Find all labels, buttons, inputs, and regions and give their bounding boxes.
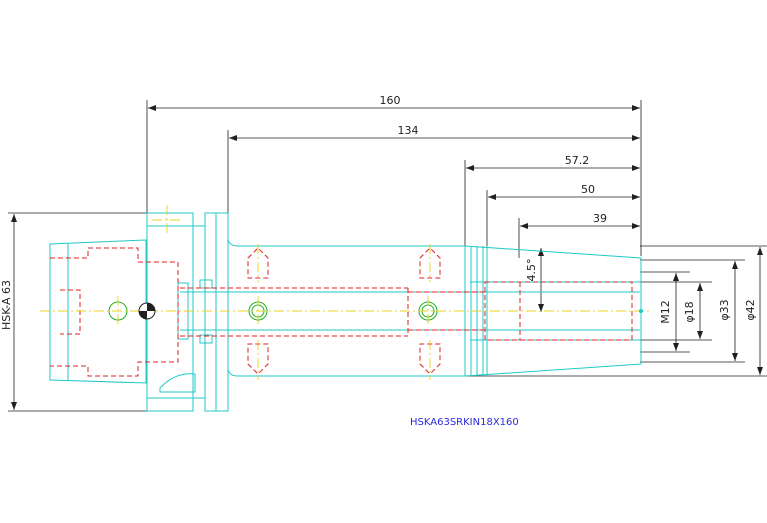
end-point-mark: [639, 309, 643, 313]
screw-top-right: [419, 247, 441, 279]
hsk-cavity: [50, 247, 179, 377]
dim-39: 39: [593, 212, 607, 225]
dim-50: 50: [581, 183, 595, 196]
extension-lines: [8, 100, 767, 412]
center-lines: [40, 205, 650, 380]
dim-d33: φ33: [718, 299, 731, 320]
dim-57-2: 57.2: [565, 154, 590, 167]
hidden-lines: [50, 247, 633, 377]
screw-bottom-right: [419, 343, 441, 375]
dim-hsk: HSK-A 63: [0, 280, 13, 330]
dim-d18: φ18: [683, 301, 696, 322]
dim-d42: φ42: [744, 299, 757, 320]
dim-m12: M12: [659, 300, 672, 324]
dimension-texts: 160 134 57.2 50 39 4.5° HSK-A 63 M12 φ18…: [0, 94, 757, 330]
dimension-lines: [11, 105, 763, 410]
screw-top-left: [247, 247, 269, 279]
hsk-shank-outline: [49, 239, 147, 384]
part-label: HSKA63SRKIN18X160: [410, 417, 519, 428]
dim-160: 160: [380, 94, 401, 107]
center-mark-symbol: [138, 302, 156, 320]
dim-taper-angle: 4.5°: [525, 259, 538, 282]
body-outline: [227, 239, 642, 377]
screw-bottom-left: [247, 343, 269, 375]
dim-134: 134: [398, 124, 419, 137]
